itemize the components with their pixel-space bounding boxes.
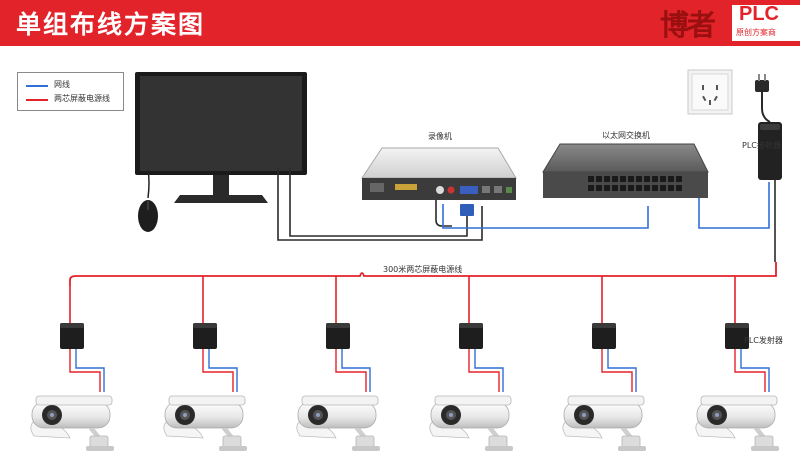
monitor	[135, 72, 307, 203]
plc-transmitter-2	[193, 323, 217, 349]
legend-network-swatch	[26, 85, 48, 87]
page-title: 单组布线方案图	[16, 10, 206, 39]
trunk-power-line	[69, 262, 777, 286]
camera-feed-lines	[69, 349, 770, 392]
brand-logo-text: 博者	[660, 8, 716, 42]
legend-network-label: 网线	[54, 80, 70, 89]
camera-4	[429, 395, 514, 452]
legend-power-label: 两芯屏蔽电源线	[54, 94, 110, 103]
monitor-cable-2	[289, 168, 468, 237]
plc-receiver-label: PLC接收器	[742, 141, 781, 150]
plc-logo-text: PLC	[739, 3, 779, 25]
plc-receiver	[755, 74, 782, 180]
plc-logo-box	[732, 5, 800, 41]
camera-6	[695, 395, 780, 452]
plc-transmitter-1	[60, 323, 84, 349]
legend: 网线 两芯屏蔽电源线	[17, 72, 124, 111]
ethernet-switch	[542, 143, 709, 198]
switch-label: 以太网交换机	[602, 131, 650, 140]
header-bar: 单组布线方案图 博者 PLC 原创方案商	[0, 0, 800, 46]
network-switch-receiver	[698, 182, 770, 229]
plc-transmitter-5	[592, 323, 616, 349]
network-nvr-switch	[442, 204, 649, 229]
plc-transmitter-4	[459, 323, 483, 349]
nvr-recorder	[361, 147, 517, 216]
branch-power-lines	[69, 276, 736, 330]
plc-transmitter-3	[326, 323, 350, 349]
camera-3	[296, 395, 381, 452]
trunk-cable-label: 300米两芯屏蔽电源线	[383, 265, 463, 274]
plc-transmitter-label: PLC发射器	[744, 336, 783, 345]
camera-5	[562, 395, 647, 452]
legend-power-swatch	[26, 99, 48, 101]
camera-1	[30, 395, 115, 452]
mouse	[138, 169, 158, 232]
plc-logo-subtitle: 原创方案商	[736, 28, 776, 37]
power-outlet	[687, 69, 733, 115]
nvr-power-cable	[435, 200, 452, 227]
recorder-label: 录像机	[428, 132, 452, 141]
monitor-cable-1	[277, 168, 483, 241]
camera-2	[163, 395, 248, 452]
